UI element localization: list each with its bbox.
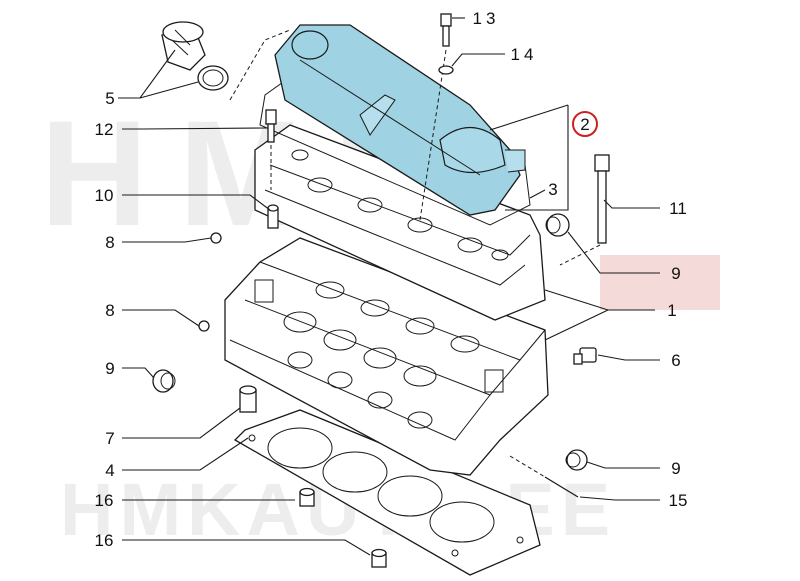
- callout-9a: 9: [671, 264, 680, 283]
- callout-9c: 9: [671, 459, 680, 478]
- head-gasket: [233, 409, 541, 576]
- callout-11: 11: [669, 199, 687, 218]
- camshaft-carrier: [254, 124, 546, 321]
- callout-5: 5: [105, 89, 114, 108]
- watermark-accent: [600, 255, 720, 310]
- pin-8a: [210, 232, 222, 244]
- callout-labels: 13 14 5 12 2 11 10 3 8 9 8 1 9 6 7 4 9 1…: [95, 9, 688, 550]
- callout-2-circle: [572, 111, 598, 137]
- dowel-7: [239, 385, 257, 413]
- head-bolt-11: [559, 154, 610, 266]
- pin-8b: [198, 320, 210, 332]
- callout-1: 1: [667, 301, 676, 320]
- callout-10: 10: [95, 186, 114, 205]
- seal-9c: [565, 449, 588, 471]
- callout-3: 3: [548, 180, 557, 199]
- callout-16a: 16: [95, 491, 114, 510]
- callout-2: 2: [580, 115, 589, 134]
- callout-15: 15: [669, 491, 688, 510]
- callout-14: 14: [511, 45, 538, 64]
- seal-9b: [545, 213, 570, 237]
- callout-8b: 8: [105, 301, 114, 320]
- washer-14: [438, 65, 454, 75]
- dowel-16b: [371, 548, 387, 568]
- callout-7: 7: [105, 429, 114, 448]
- leader-lines: [118, 17, 660, 556]
- cylinder-head: [224, 237, 549, 476]
- seal-9a: [152, 369, 176, 393]
- callout-4: 4: [105, 461, 114, 480]
- stud-12: [265, 109, 277, 190]
- callout-13: 13: [473, 9, 500, 28]
- stud-15: [509, 455, 579, 498]
- callout-8a: 8: [105, 233, 114, 252]
- sleeve-10: [267, 204, 279, 229]
- dowel-16a: [299, 487, 315, 507]
- plug-6: [573, 347, 597, 365]
- valve-cover: [274, 24, 526, 216]
- callout-16b: 16: [95, 531, 114, 550]
- callout-6: 6: [671, 351, 680, 370]
- callout-9b: 9: [105, 359, 114, 378]
- callout-12: 12: [95, 120, 114, 139]
- oil-filler-cap: [161, 21, 291, 101]
- bolt-13: [419, 13, 452, 221]
